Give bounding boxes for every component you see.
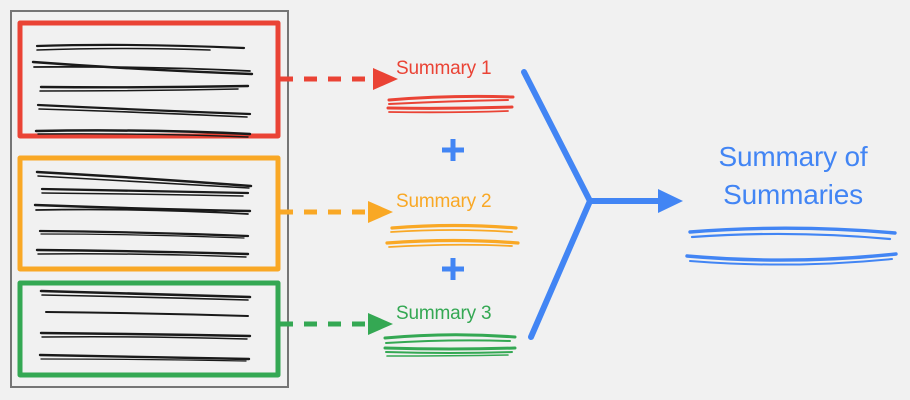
summary-3-label: Summary 3 — [396, 303, 492, 324]
chunk-box-2[interactable] — [17, 155, 281, 272]
summary-2-label: Summary 2 — [396, 191, 492, 212]
plus-icon-1 — [442, 139, 464, 161]
chunk-box-1[interactable] — [17, 20, 281, 139]
plus-icon-2 — [442, 258, 464, 280]
summary-2-scribbles — [385, 223, 520, 248]
summary-1-label: Summary 1 — [396, 58, 492, 79]
arrow-chunk-2 — [280, 201, 393, 223]
summary-3-scribbles — [383, 333, 517, 357]
chunk-1-text-lines — [31, 43, 254, 138]
final-output-label: Summary of Summaries — [703, 138, 883, 214]
summary-1-scribbles — [386, 94, 515, 114]
final-output-scribbles — [685, 226, 898, 266]
chunk-3-text-lines — [38, 289, 252, 362]
final-output-label-line-1: Summary of — [718, 141, 868, 172]
chunk-2-text-lines — [33, 170, 253, 258]
final-output-label-line-2: Summaries — [723, 179, 863, 210]
arrow-chunk-3 — [280, 313, 393, 335]
chunk-box-3[interactable] — [17, 280, 281, 378]
arrow-merge — [521, 69, 683, 340]
arrow-chunk-1 — [280, 68, 398, 90]
